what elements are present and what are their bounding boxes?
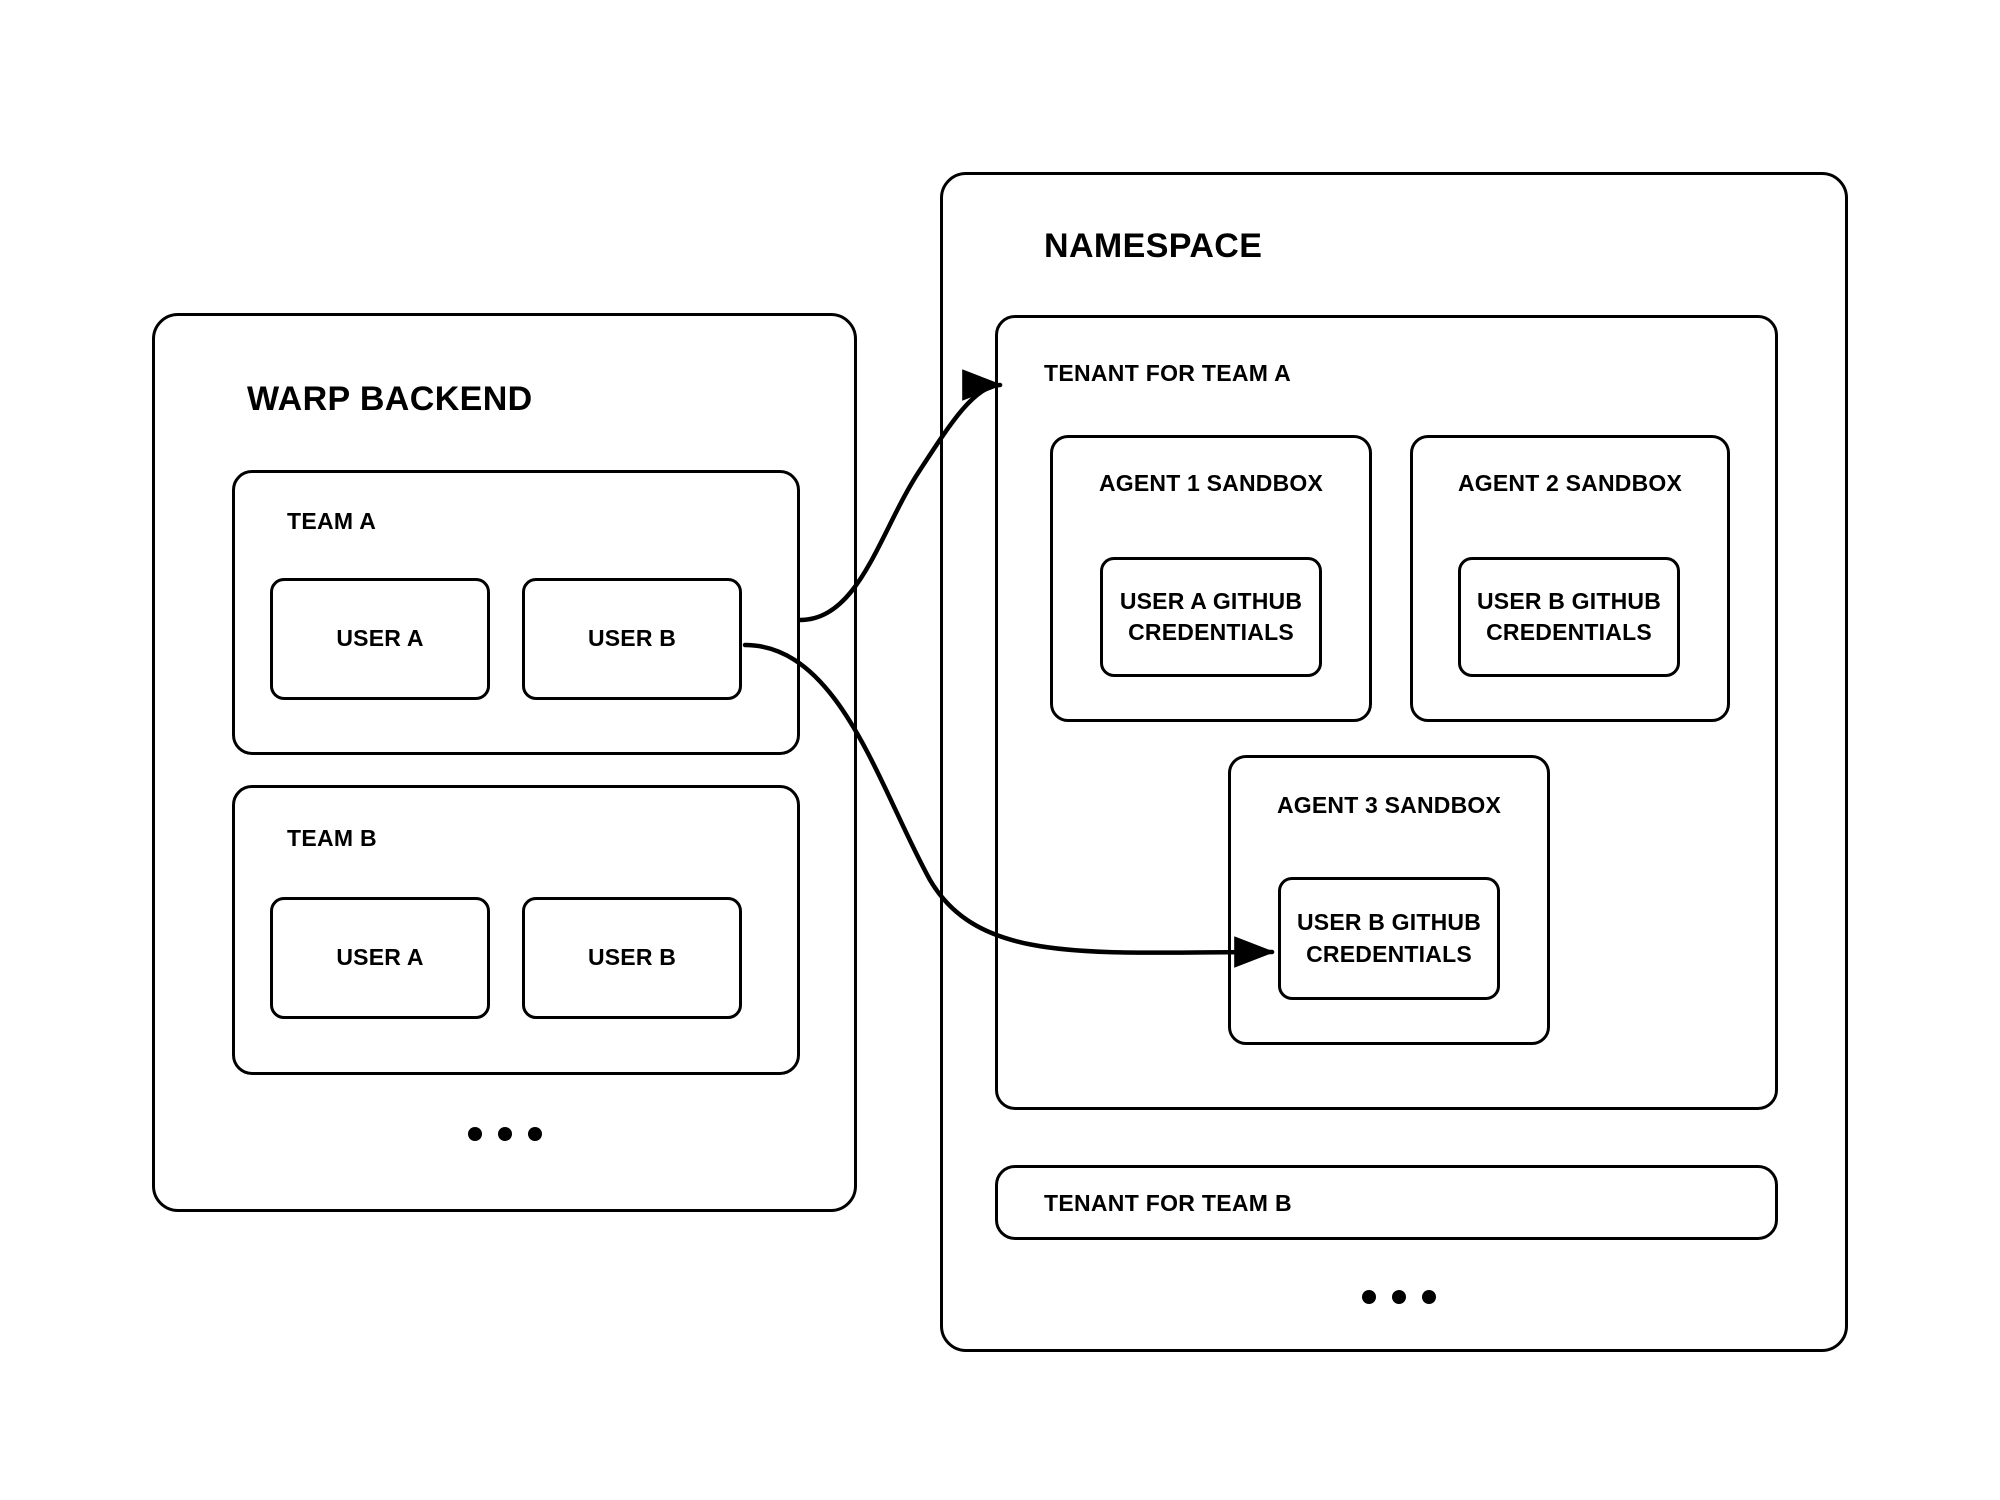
namespace-more-indicator (1362, 1290, 1436, 1304)
team-a-user-a-box[interactable]: USER A (270, 578, 490, 700)
team-a-user-b-box[interactable]: USER B (522, 578, 742, 700)
agent-2-credentials-line-2: CREDENTIALS (1486, 619, 1652, 645)
agent-3-credentials-line-2: CREDENTIALS (1306, 940, 1472, 967)
ellipsis-dot (468, 1127, 482, 1141)
team-b-user-a-box[interactable]: USER A (270, 897, 490, 1019)
team-b-user-a-label: USER A (336, 944, 424, 971)
agent-3-credentials-box: USER B GITHUB CREDENTIALS (1278, 877, 1500, 1000)
namespace-title: NAMESPACE (1044, 227, 1263, 265)
agent-2-credentials-box: USER B GITHUB CREDENTIALS (1458, 557, 1680, 677)
tenant-for-team-b-container (995, 1165, 1778, 1240)
ellipsis-dot (1392, 1290, 1406, 1304)
ellipsis-dot (528, 1127, 542, 1141)
agent-1-credentials-line-2: CREDENTIALS (1128, 619, 1294, 645)
agent-1-credentials-line-1: USER A GITHUB (1119, 587, 1303, 614)
agent-3-credentials-line-1: USER B GITHUB (1296, 909, 1482, 936)
ellipsis-dot (1362, 1290, 1376, 1304)
agent-1-credentials-box: USER A GITHUB CREDENTIALS (1100, 557, 1322, 677)
agent-3-sandbox-title: AGENT 3 SANDBOX (1276, 792, 1502, 818)
agent-1-sandbox-title: AGENT 1 SANDBOX (1098, 470, 1324, 496)
warp-backend-container (152, 313, 857, 1212)
ellipsis-dot (1422, 1290, 1436, 1304)
agent-2-credentials-line-1: USER B GITHUB (1476, 587, 1662, 614)
team-a-user-a-label: USER A (336, 625, 424, 652)
team-b-user-b-label: USER B (587, 944, 677, 971)
tenant-for-team-a-label: TENANT FOR TEAM A (1044, 360, 1292, 386)
tenant-for-team-b-label: TENANT FOR TEAM B (1044, 1190, 1292, 1216)
warp-backend-title: WARP BACKEND (247, 380, 533, 418)
team-b-label: TEAM B (287, 825, 377, 851)
agent-2-sandbox-title: AGENT 2 SANDBOX (1457, 470, 1683, 496)
team-b-user-b-box[interactable]: USER B (522, 897, 742, 1019)
team-a-user-b-label: USER B (587, 625, 677, 652)
team-a-label: TEAM A (287, 508, 377, 534)
ellipsis-dot (498, 1127, 512, 1141)
backend-more-indicator (468, 1127, 542, 1141)
